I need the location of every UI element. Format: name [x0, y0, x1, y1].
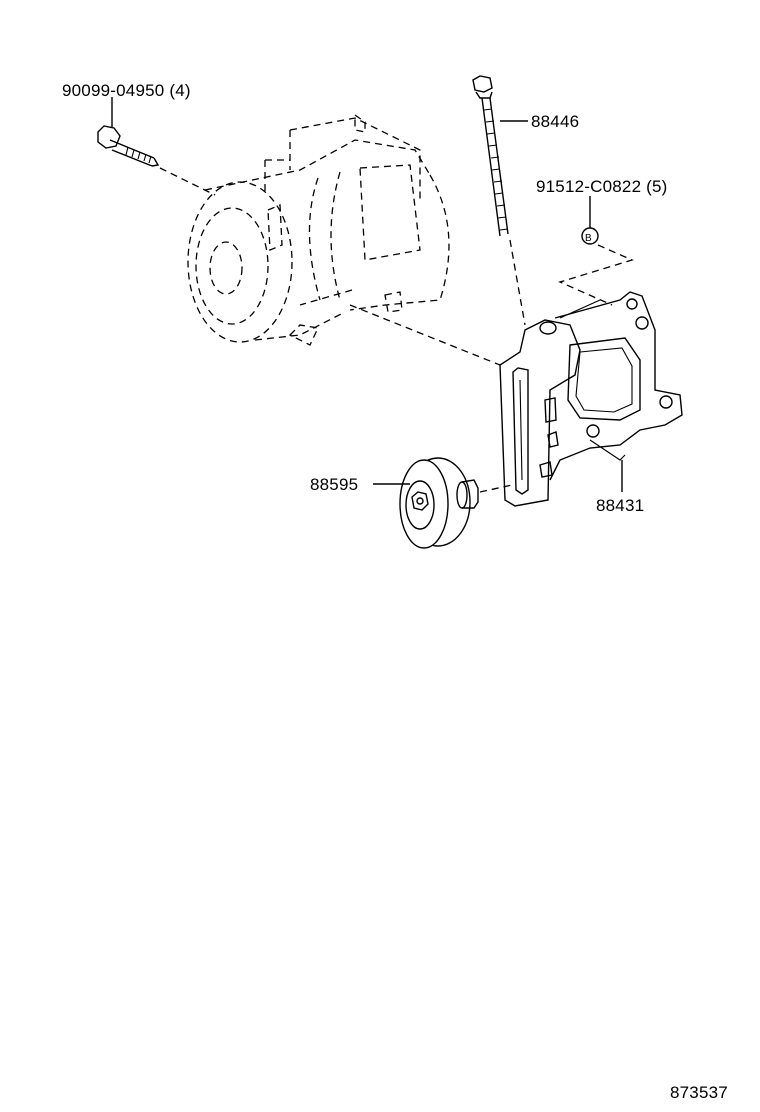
part-label-88595: 88595 — [310, 475, 358, 494]
bolt-88446 — [472, 75, 528, 326]
part-label-91512-c0822: 91512-C0822 (5) — [536, 177, 668, 196]
nut-91512-c0822: B — [558, 196, 634, 306]
part-label-88446: 88446 — [531, 112, 579, 131]
part-label-90099-04950: 90099-04950 (4) — [62, 81, 191, 100]
compressor-drawing — [187, 113, 450, 346]
illustration-number: 873537 — [670, 1083, 728, 1102]
nut-symbol-letter: B — [585, 233, 592, 244]
bolt-90099-04950 — [97, 97, 216, 196]
idler-pulley-88595 — [373, 457, 513, 549]
bracket-88431-drawing — [349, 291, 683, 507]
part-label-88431: 88431 — [596, 496, 644, 515]
nut-symbol-icon — [581, 227, 599, 245]
